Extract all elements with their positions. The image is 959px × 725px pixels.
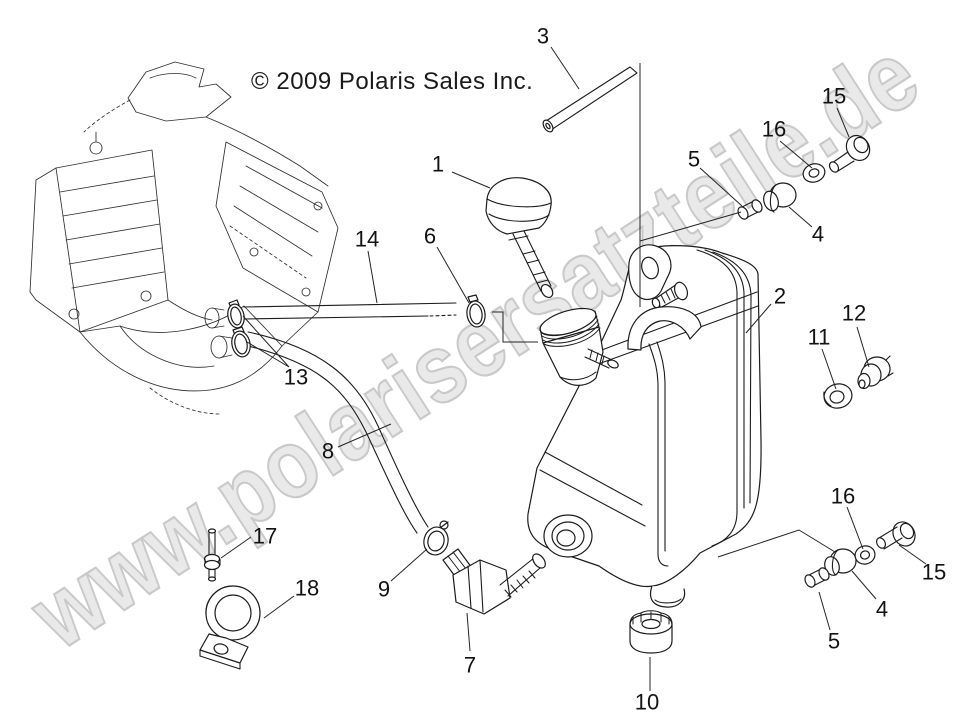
callout-15-top: 15	[822, 84, 846, 109]
callout-4-bottom: 4	[876, 597, 888, 622]
callout-10: 10	[635, 690, 659, 715]
callout-15-bottom: 15	[922, 560, 946, 585]
callout-14: 14	[355, 227, 379, 252]
callout-8: 8	[322, 439, 334, 464]
callout-labels: 1 2 3 4 4 5 5 6 7 8 9 10 11 12 13 14 15 …	[253, 24, 946, 715]
hardware-bottom-right	[804, 521, 916, 588]
callout-5-bottom: 5	[828, 629, 840, 654]
callout-3: 3	[537, 24, 549, 49]
oil-hose-14	[243, 302, 457, 320]
callout-1: 1	[432, 152, 444, 177]
p-clamp-18	[199, 585, 261, 670]
plug-10	[629, 610, 673, 654]
callout-18: 18	[295, 576, 319, 601]
fitting-12-washer-11	[823, 355, 894, 409]
elbow-fitting-7	[442, 548, 546, 615]
engine-illustration	[29, 61, 339, 415]
screw-17	[203, 528, 221, 582]
filler-neck	[539, 307, 619, 386]
callout-5-top: 5	[688, 147, 700, 172]
hardware-top-right	[737, 134, 871, 220]
callout-11: 11	[808, 325, 831, 350]
callout-16-bottom: 16	[831, 484, 855, 509]
callout-16-top: 16	[762, 117, 786, 142]
vent-hose-3	[542, 66, 638, 133]
callout-9: 9	[378, 577, 390, 602]
callout-6: 6	[424, 224, 436, 249]
callout-7: 7	[464, 653, 476, 678]
copyright-text: © 2009 Polaris Sales Inc.	[251, 68, 533, 95]
callout-12: 12	[842, 301, 866, 326]
oil-hose-8	[239, 331, 429, 534]
callout-17: 17	[253, 524, 277, 549]
leader-lines	[220, 46, 927, 691]
callout-2: 2	[774, 284, 786, 309]
callout-4-top: 4	[812, 222, 824, 247]
hose-clamp-9	[423, 520, 449, 556]
oil-cap-dipstick	[485, 177, 554, 299]
oil-tank	[527, 244, 762, 608]
hose-clamps-13	[227, 299, 251, 358]
callout-13: 13	[284, 365, 308, 390]
hose-clamp-6	[466, 294, 486, 328]
